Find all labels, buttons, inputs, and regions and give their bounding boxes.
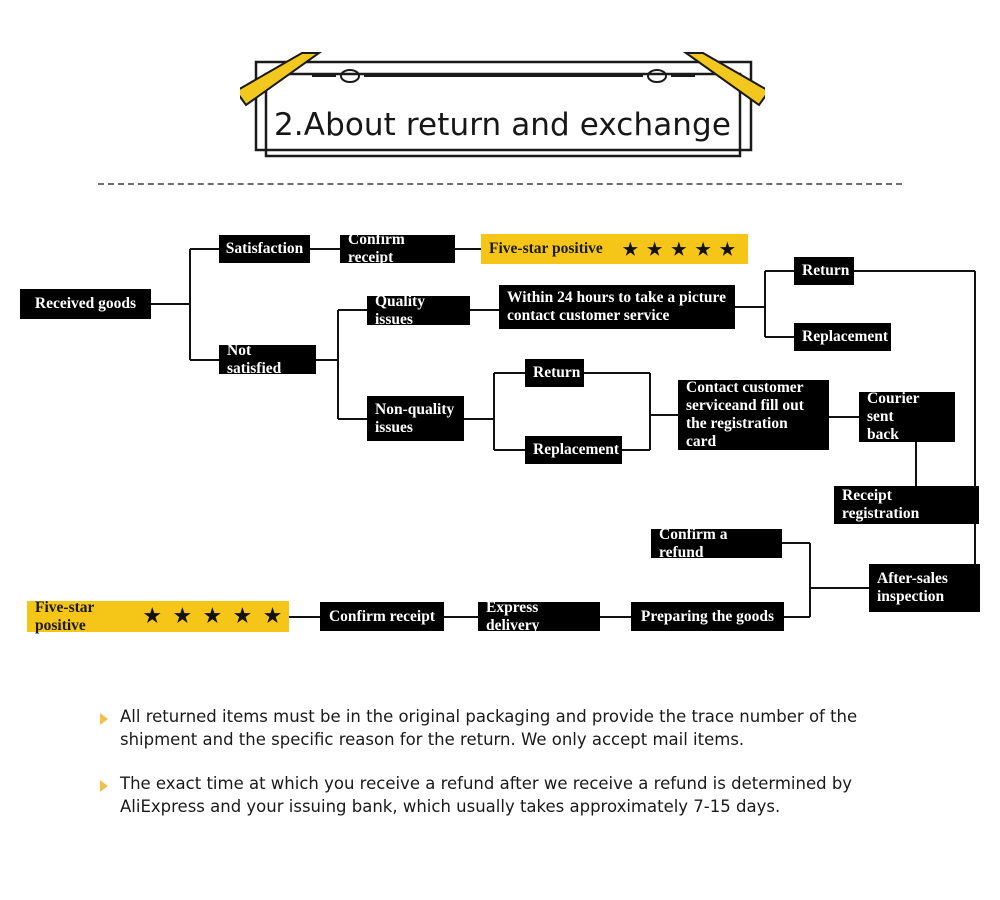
ribbon-left <box>240 52 323 107</box>
flow-node-preparing-goods: Preparing the goods <box>631 602 784 631</box>
star-rating-icon: ★ ★ ★ ★ ★ <box>144 607 281 626</box>
flow-node-label: Receipt registration <box>842 487 920 522</box>
flow-node-confirm-refund: Confirm a refund <box>651 526 782 561</box>
flow-node-replacement-top: Replacement <box>794 323 891 351</box>
flow-node-label: Confirm receipt <box>328 607 436 625</box>
flow-node-label: Contact customer serviceand fill out the… <box>686 379 804 450</box>
flow-node-return-mid: Return <box>525 359 584 387</box>
flow-node-not-satisfied: Not satisfied <box>219 342 316 377</box>
triangle-bullet-icon <box>100 780 108 792</box>
flow-node-label: Confirm receipt <box>348 231 405 266</box>
banner-outer-rect <box>254 60 753 152</box>
flow-node-label: Replacement <box>533 441 620 458</box>
flow-node-label: Received goods <box>34 295 137 312</box>
banner-inner-rect <box>264 72 742 158</box>
flow-node-label: Courier sent back <box>867 390 920 443</box>
flow-node-label: After-sales inspection <box>877 570 948 605</box>
flow-node-received-goods: Received goods <box>20 289 151 319</box>
note-text: The exact time at which you receive a re… <box>120 774 853 816</box>
star-icon: ★ <box>695 239 711 259</box>
flow-node-satisfaction: Satisfaction <box>219 235 310 263</box>
flow-node-label: Non-quality issues <box>375 400 455 436</box>
flow-node-return-top: Return <box>794 257 854 285</box>
flow-node-five-star-top: Five-star positive ★ ★ ★ ★ ★ <box>481 234 748 264</box>
flow-node-label: Satisfaction <box>225 240 304 257</box>
banner-circle-left <box>340 69 360 83</box>
flow-node-label: Return <box>802 262 850 279</box>
flow-node-within-24-hours: Within 24 hours to take a picture contac… <box>499 285 735 329</box>
triangle-bullet-icon <box>100 713 108 725</box>
ribbon-right <box>682 52 765 107</box>
star-icon: ★ <box>671 239 687 259</box>
flow-node-label: Quality issues <box>375 292 425 328</box>
note-item: The exact time at which you receive a re… <box>100 773 920 818</box>
star-icon: ★ <box>143 606 161 627</box>
footer-notes: All returned items must be in the origin… <box>100 706 920 840</box>
flow-node-confirm-receipt-bottom: Confirm receipt <box>320 602 444 631</box>
flow-node-label: Confirm a refund <box>659 525 728 561</box>
flow-node-label: Express delivery <box>486 598 540 634</box>
banner-circle-right <box>647 69 667 83</box>
flow-node-quality-issues: Quality issues <box>367 293 470 328</box>
flow-node-label: Five-star positive <box>35 598 95 634</box>
page-title: 2.About return and exchange <box>273 107 731 143</box>
header-banner: 2.About return and exchange <box>240 45 765 158</box>
star-rating-icon: ★ ★ ★ ★ ★ <box>623 241 735 258</box>
flow-node-confirm-receipt-top: Confirm receipt <box>340 231 455 266</box>
flow-node-five-star-bottom: Five-star positive ★ ★ ★ ★ ★ <box>27 598 289 634</box>
star-icon: ★ <box>233 606 251 627</box>
flow-node-label: Return <box>533 364 581 381</box>
flow-node-after-sales: After-sales inspection <box>869 564 980 612</box>
flow-node-replacement-mid: Replacement <box>525 436 622 464</box>
flow-node-label: Preparing the goods <box>640 607 775 625</box>
flow-node-label: Not satisfied <box>227 341 282 377</box>
star-icon: ★ <box>622 239 639 259</box>
star-icon: ★ <box>719 239 736 259</box>
star-icon: ★ <box>203 606 221 627</box>
note-item: All returned items must be in the origin… <box>100 706 920 751</box>
flow-node-courier-sent-back: Courier sent back <box>859 390 955 443</box>
star-icon: ★ <box>647 239 663 259</box>
section-divider <box>98 183 902 185</box>
flow-node-non-quality-issues: Non-quality issues <box>367 396 464 441</box>
flow-node-contact-customer: Contact customer serviceand fill out the… <box>678 379 829 450</box>
flow-node-label: Within 24 hours to take a picture contac… <box>507 289 727 324</box>
star-icon: ★ <box>263 606 281 627</box>
flow-node-express-delivery: Express delivery <box>478 599 600 634</box>
flow-node-receipt-registration: Receipt registration <box>834 486 979 524</box>
star-icon: ★ <box>173 606 191 627</box>
flow-node-label: Replacement <box>802 328 889 345</box>
note-text: All returned items must be in the origin… <box>120 707 858 749</box>
banner-frame-svg <box>240 52 765 158</box>
flow-node-label: Five-star positive <box>489 240 603 257</box>
